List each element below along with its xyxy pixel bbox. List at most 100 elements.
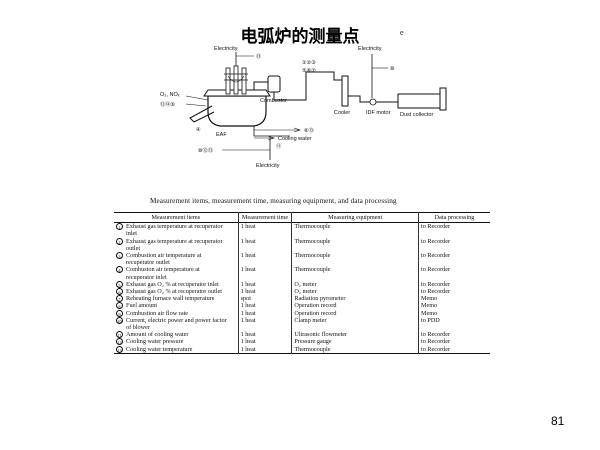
item-text: Combustion air flow rate	[126, 309, 189, 317]
eaf-furnace	[189, 65, 271, 127]
eaf-label: EAF	[216, 132, 227, 138]
cell-processing: Memo	[421, 302, 438, 310]
dust-collector-label: Dust collector	[400, 112, 433, 118]
cell-time: 1 heat	[238, 288, 293, 296]
item-number-badge: 8	[116, 302, 123, 310]
cell-equipment: Thermocouple	[291, 345, 420, 354]
cooling-water-label: Cooling water	[278, 136, 312, 142]
process-diagram: Electricity ⑬ O₂, NOₓ ⑫⑭⑨ EAF ④ Combusto…	[160, 46, 447, 169]
header-time: Measurement time	[238, 212, 293, 223]
page-number: 81	[551, 414, 565, 428]
item-number-badge: 1	[116, 223, 123, 231]
cell-processing: to Recorder	[421, 223, 451, 231]
idf-motor-label: IDF motor	[366, 110, 391, 116]
cell-time: spot	[238, 295, 293, 303]
item-number-badge: 9	[116, 309, 123, 317]
cell-processing: to Recorder	[421, 338, 451, 346]
header-items: Measurement items	[114, 212, 239, 223]
cell-time: 1 heat	[238, 266, 293, 281]
marker-right-group-a: ①②③	[302, 60, 316, 66]
cell-time: 1 heat	[238, 345, 293, 354]
cell-equipment: O₂ meter	[291, 288, 420, 296]
cell-equipment: Thermocouple	[291, 252, 420, 267]
cell-time: 1 heat	[238, 222, 293, 238]
cell-processing: Memo	[421, 309, 438, 317]
cell-time: 1 heat	[238, 331, 293, 339]
cell-equipment: O₂ meter	[291, 280, 420, 289]
cell-equipment: Pressure gauge	[291, 338, 420, 346]
item-text: Exhaust gas temperature at recuperator o…	[126, 237, 223, 252]
item-text: Exhaust gas temperature at recuperator i…	[126, 223, 223, 238]
item-text: Current, electric power and power factor…	[126, 316, 227, 332]
table-caption: Measurement items, measurement time, mea…	[150, 197, 397, 205]
cell-processing: to Recorder	[421, 280, 451, 288]
electricity-top-label: Electricity	[214, 46, 238, 52]
marker-cooling-group: ⑥⑬	[304, 126, 314, 134]
cell-time: 1 heat	[238, 338, 293, 346]
item-text: Amount of cooling water	[126, 331, 189, 339]
item-text: Exhaust gas O₂ % at recuperator inlet	[126, 280, 219, 288]
item-text: Cooling water pressure	[126, 338, 184, 346]
cell-time: 1 heat	[238, 302, 293, 310]
item-number-badge: 2	[116, 237, 123, 245]
marker-left-group: ⑫⑭⑨	[160, 100, 175, 108]
cell-time: 1 heat	[238, 252, 293, 267]
item-number-badge: 10	[116, 316, 123, 324]
cell-equipment: Thermocouple	[291, 222, 420, 238]
marker-bottom-electricity: ⑪	[276, 142, 281, 150]
item-number-badge: 13	[116, 345, 123, 353]
item-number-badge: 3	[116, 252, 123, 260]
cell-processing: to Recorder	[421, 345, 451, 353]
cell-time: 1 heat	[238, 316, 293, 332]
item-number-badge: 7	[116, 295, 123, 303]
header-equipment: Measuring equipment	[291, 212, 420, 223]
cell-processing: to Recorder	[421, 252, 451, 260]
cell-processing: to Recorder	[421, 266, 451, 274]
measurement-table-container: Measurement items Measurement time Measu…	[114, 212, 490, 354]
cell-processing: Memo	[421, 295, 438, 303]
cooler-label: Cooler	[334, 110, 350, 116]
item-number-badge: 4	[116, 266, 123, 274]
marker-bottom-left-group: ⑩⑫⑬	[198, 146, 213, 154]
cell-equipment: Thermocouple	[291, 266, 420, 281]
cell-equipment: Radiation pyrometer	[291, 295, 420, 303]
item-text: Fuel amount	[126, 302, 158, 310]
cell-equipment: Thermocouple	[291, 237, 420, 253]
cell-processing: to Recorder	[421, 237, 451, 245]
electricity-right-label: Electricity	[358, 46, 382, 52]
combustor-label: Combustor	[260, 98, 287, 104]
cell-equipment: Operation record	[291, 302, 420, 310]
item-text: Reheating furnace wall temperature	[126, 295, 215, 303]
cell-time: 1 heat	[238, 237, 293, 253]
cell-time: 1 heat	[238, 280, 293, 289]
item-text: Combustion air temperature at recuperato…	[126, 252, 202, 267]
item-number-badge: 11	[116, 331, 123, 339]
marker-right-group-b: ⑤⑥⑦	[302, 68, 316, 74]
electricity-bottom-label: Electricity	[256, 163, 280, 169]
cell-processing: to PDD	[421, 316, 440, 324]
cell-equipment: Ultrasonic flowmeter	[291, 331, 420, 339]
item-text: Exhaust gas O₂ % at recuperator outlet	[126, 288, 222, 296]
cell-processing: to Recorder	[421, 288, 451, 296]
